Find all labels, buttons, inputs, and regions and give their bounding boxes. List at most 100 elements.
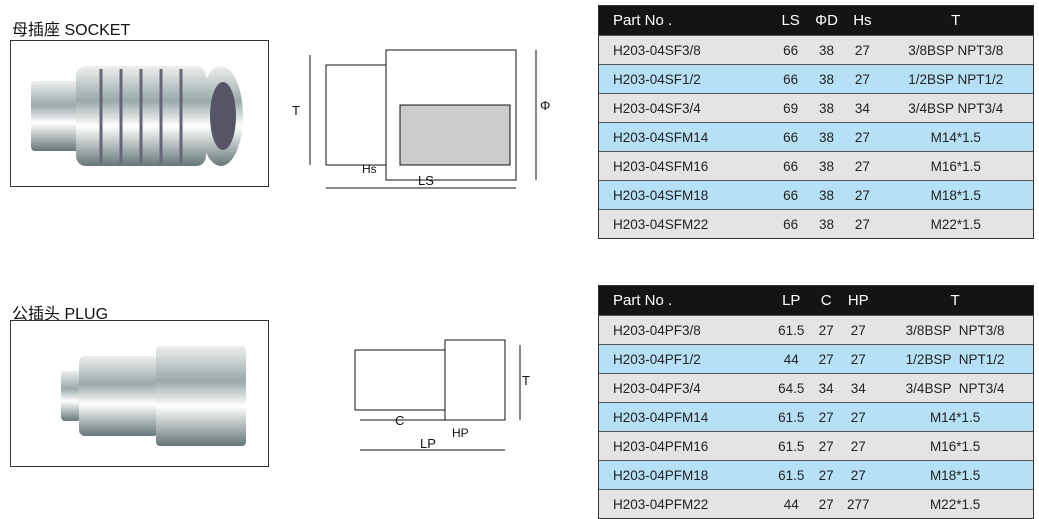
table-cell: M22*1.5 xyxy=(877,489,1034,519)
plug-title: 公插头 PLUG xyxy=(12,306,109,323)
table-cell: 64.5 xyxy=(769,373,814,403)
table-cell: 38 xyxy=(806,93,847,123)
table-cell: 61.5 xyxy=(769,460,814,490)
t-label: T xyxy=(292,103,300,118)
table-cell: 27 xyxy=(813,344,840,374)
table-cell: H203-04PF1/2 xyxy=(598,344,770,374)
table-cell: 27 xyxy=(813,315,840,345)
table-cell: 44 xyxy=(769,489,814,519)
table-cell: 27 xyxy=(846,122,879,152)
column-header: T xyxy=(878,5,1034,36)
table-cell: 27 xyxy=(839,315,878,345)
column-header: Part No . xyxy=(598,285,770,316)
table-cell: 27 xyxy=(813,489,840,519)
table-cell: 38 xyxy=(806,35,847,65)
table-cell: H203-04SF3/4 xyxy=(598,93,775,123)
column-header: Hs xyxy=(846,5,879,36)
table-cell: M16*1.5 xyxy=(878,151,1034,181)
table-cell: 61.5 xyxy=(769,315,814,345)
table-cell: H203-04PFM16 xyxy=(598,431,770,461)
table-cell: 44 xyxy=(769,344,814,374)
socket-title: 母插座 SOCKET xyxy=(12,22,131,39)
table-cell: 27 xyxy=(839,344,878,374)
table-cell: 27 xyxy=(846,209,879,239)
table-cell: 61.5 xyxy=(769,431,814,461)
column-header: HP xyxy=(839,285,878,316)
table-cell: 38 xyxy=(806,180,847,210)
table-cell: H203-04SFM16 xyxy=(598,151,775,181)
plug-drawing: T C LP HP xyxy=(330,325,530,465)
column-header: C xyxy=(813,285,840,316)
table-cell: H203-04PFM18 xyxy=(598,460,770,490)
table-cell: 1/2BSP NPT1/2 xyxy=(877,344,1034,374)
hp-label: HP xyxy=(452,426,469,440)
table-cell: M18*1.5 xyxy=(877,460,1034,490)
table-cell: H203-04SF3/8 xyxy=(598,35,775,65)
table-cell: 27 xyxy=(839,460,878,490)
table-cell: 3/8BSP NPT3/8 xyxy=(877,315,1034,345)
socket-image xyxy=(31,66,243,166)
table-cell: 277 xyxy=(839,489,878,519)
table-cell: 61.5 xyxy=(769,402,814,432)
socket-drawing: T Hs LS ΦD xyxy=(290,40,560,205)
table-cell: H203-04PFM22 xyxy=(598,489,770,519)
hs-label: Hs xyxy=(362,162,377,176)
table-cell: 3/4BSP NPT3/4 xyxy=(878,93,1034,123)
table-cell: 27 xyxy=(846,35,879,65)
table-cell: 66 xyxy=(774,209,807,239)
socket-photo xyxy=(10,40,269,187)
table-cell: 27 xyxy=(813,402,840,432)
column-header: Part No . xyxy=(598,5,775,36)
table-cell: H203-04SF1/2 xyxy=(598,64,775,94)
table-cell: H203-04PF3/4 xyxy=(598,373,770,403)
table-cell: H203-04PFM14 xyxy=(598,402,770,432)
plug-image xyxy=(61,346,246,446)
table-cell: 38 xyxy=(806,122,847,152)
table-cell: 38 xyxy=(806,209,847,239)
table-cell: M14*1.5 xyxy=(877,402,1034,432)
table-cell: 34 xyxy=(839,373,878,403)
column-header: ΦD xyxy=(806,5,847,36)
table-cell: 66 xyxy=(774,35,807,65)
table-cell: 38 xyxy=(806,151,847,181)
column-header: LS xyxy=(774,5,807,36)
table-cell: 38 xyxy=(806,64,847,94)
d-label: ΦD xyxy=(540,98,550,113)
table-cell: 27 xyxy=(813,460,840,490)
table-cell: 3/4BSP NPT3/4 xyxy=(877,373,1034,403)
plug-photo xyxy=(10,320,269,467)
table-cell: 66 xyxy=(774,64,807,94)
ls-label: LS xyxy=(418,173,434,188)
table-cell: 27 xyxy=(846,151,879,181)
table-cell: 66 xyxy=(774,151,807,181)
column-header: LP xyxy=(769,285,814,316)
c-label: C xyxy=(395,413,404,428)
table-cell: 66 xyxy=(774,122,807,152)
table-cell: M18*1.5 xyxy=(878,180,1034,210)
table-cell: 34 xyxy=(846,93,879,123)
table-cell: 27 xyxy=(839,431,878,461)
table-cell: H203-04SFM18 xyxy=(598,180,775,210)
table-cell: 69 xyxy=(774,93,807,123)
table-cell: M16*1.5 xyxy=(877,431,1034,461)
t-label: T xyxy=(522,373,530,388)
table-cell: M14*1.5 xyxy=(878,122,1034,152)
table-cell: 27 xyxy=(839,402,878,432)
table-cell: 27 xyxy=(813,431,840,461)
table-cell: 3/8BSP NPT3/8 xyxy=(878,35,1034,65)
lp-label: LP xyxy=(420,436,436,451)
table-cell: H203-04SFM14 xyxy=(598,122,775,152)
